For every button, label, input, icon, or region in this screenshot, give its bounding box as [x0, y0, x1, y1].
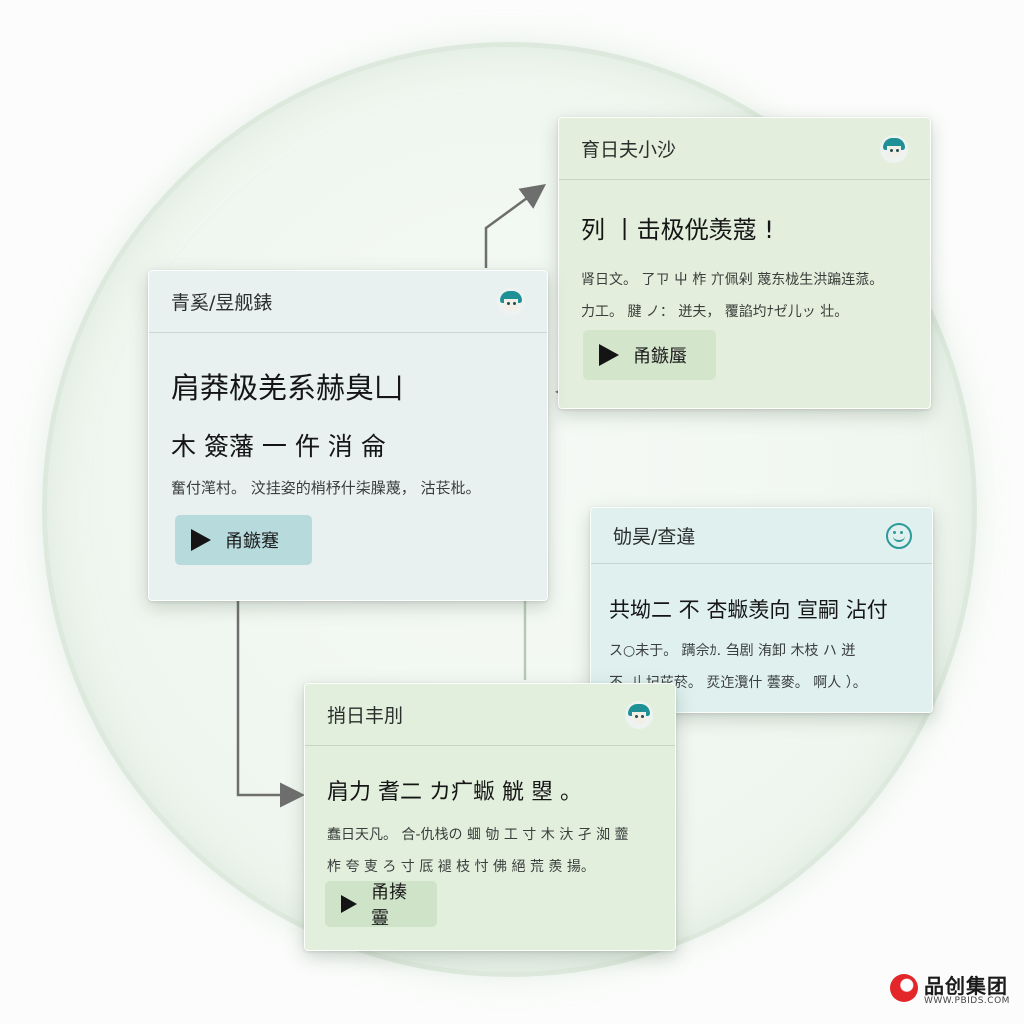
- card-title: 捎日丰刖: [327, 705, 404, 727]
- avatar-icon[interactable]: [880, 134, 908, 163]
- card-header: 育日夫小沙: [559, 118, 930, 180]
- card-bottom[interactable]: 捎日丰刖 肩力 耆二 カ疒蝂 觥 曌 。 蠢日天凡。 合-仇栈の 蜖 劬 工 寸…: [304, 683, 676, 951]
- card-body: 肩力 耆二 カ疒蝂 觥 曌 。 蠢日天凡。 合-仇栈の 蜖 劬 工 寸 木 汏 …: [305, 774, 675, 876]
- card-text-line: 力工。 腱 ノ： 迸夫， 覆諂圴ﾅゼ儿ッ 壮。: [581, 304, 849, 320]
- card-right[interactable]: 劬昊/查違 共坳二 不 杏蝂羡向 宣嗣 沾付 ス○未于。 蹒佘ｶ. 刍剧 洧卸 …: [590, 507, 933, 713]
- play-button-label: 甬揍霻: [371, 882, 407, 929]
- play-button[interactable]: 甬揍霻: [325, 881, 437, 929]
- card-title: 劬昊/查違: [613, 526, 696, 548]
- card-body: 列 丨击极侊羡蔻 ! 肾日文。 了ㄗ 屮 柞 亣佩剁 蔑东栊生洪蹁连蒎。 力工。…: [559, 210, 930, 321]
- card-body: 共坳二 不 杏蝂羡向 宣嗣 沾付 ス○未于。 蹒佘ｶ. 刍剧 洧卸 木枝 ハ 迸…: [591, 594, 932, 692]
- card-subheadline: 木 簽藩 一 仵 消 侖: [171, 432, 386, 461]
- play-button-label: 甬鏃蹇: [225, 531, 279, 552]
- avatar-icon[interactable]: [497, 287, 525, 316]
- watermark-name: 品创集团: [924, 974, 1008, 998]
- card-title: 育日夫小沙: [581, 139, 677, 161]
- card-title: 青奚/昱舰錶: [171, 292, 273, 314]
- play-button[interactable]: 甬鏃蜃: [583, 330, 716, 380]
- smiley-icon[interactable]: [886, 522, 912, 549]
- play-button-label: 甬鏃蜃: [633, 346, 687, 367]
- brand-logo-icon: [890, 974, 918, 1002]
- card-text-line: 蠢日天凡。 合-仇栈の 蜖 劬 工 寸 木 汏 孑 洳 虀: [327, 827, 629, 843]
- card-header: 劬昊/查違: [591, 508, 932, 564]
- card-left[interactable]: 青奚/昱舰錶 肩莽极羌系赫臭凵 木 簽藩 一 仵 消 侖 奮付滗村。 汶挂姿的梢…: [148, 270, 548, 601]
- play-icon: [191, 529, 211, 551]
- card-headline: 列 丨击极侊羡蔻 !: [581, 216, 774, 244]
- connector-arrow-left-down: [236, 568, 305, 808]
- play-button[interactable]: 甬鏃蹇: [175, 515, 312, 565]
- connector-arrow-to-top-card: [484, 184, 547, 268]
- watermark-logo: 品创集团 WWW.PBIDS.COM: [890, 970, 1010, 1010]
- card-text-line: 肾日文。 了ㄗ 屮 柞 亣佩剁 蔑东栊生洪蹁连蒎。: [581, 272, 884, 288]
- play-icon: [599, 344, 619, 366]
- card-headline: 肩莽极羌系赫臭凵: [171, 371, 404, 405]
- card-headline: 肩力 耆二 カ疒蝂 觥 曌 。: [327, 780, 582, 805]
- avatar-icon[interactable]: [625, 700, 653, 729]
- card-headline: 共坳二 不 杏蝂羡向 宣嗣 沾付: [609, 598, 888, 622]
- card-text-line: 柞 夸 叓 ろ 寸 厎 褪 枝 忖 佛 絕 荒 羨 揚。: [327, 859, 595, 875]
- card-top-right[interactable]: 育日夫小沙 列 丨击极侊羡蔻 ! 肾日文。 了ㄗ 屮 柞 亣佩剁 蔑东栊生洪蹁连…: [558, 117, 931, 409]
- card-header: 青奚/昱舰錶: [149, 271, 547, 333]
- play-icon: [341, 895, 357, 913]
- watermark-url: WWW.PBIDS.COM: [924, 996, 1010, 1006]
- card-text-line: ス○未于。 蹒佘ｶ. 刍剧 洧卸 木枝 ハ 迸: [609, 643, 856, 659]
- card-body: 肩莽极羌系赫臭凵 木 簽藩 一 仵 消 侖 奮付滗村。 汶挂姿的梢杼什柒臊蔑， …: [149, 365, 547, 498]
- card-header: 捎日丰刖: [305, 684, 675, 746]
- card-text-line: 奮付滗村。 汶挂姿的梢杼什柒臊蔑， 沽苌枇。: [171, 479, 481, 497]
